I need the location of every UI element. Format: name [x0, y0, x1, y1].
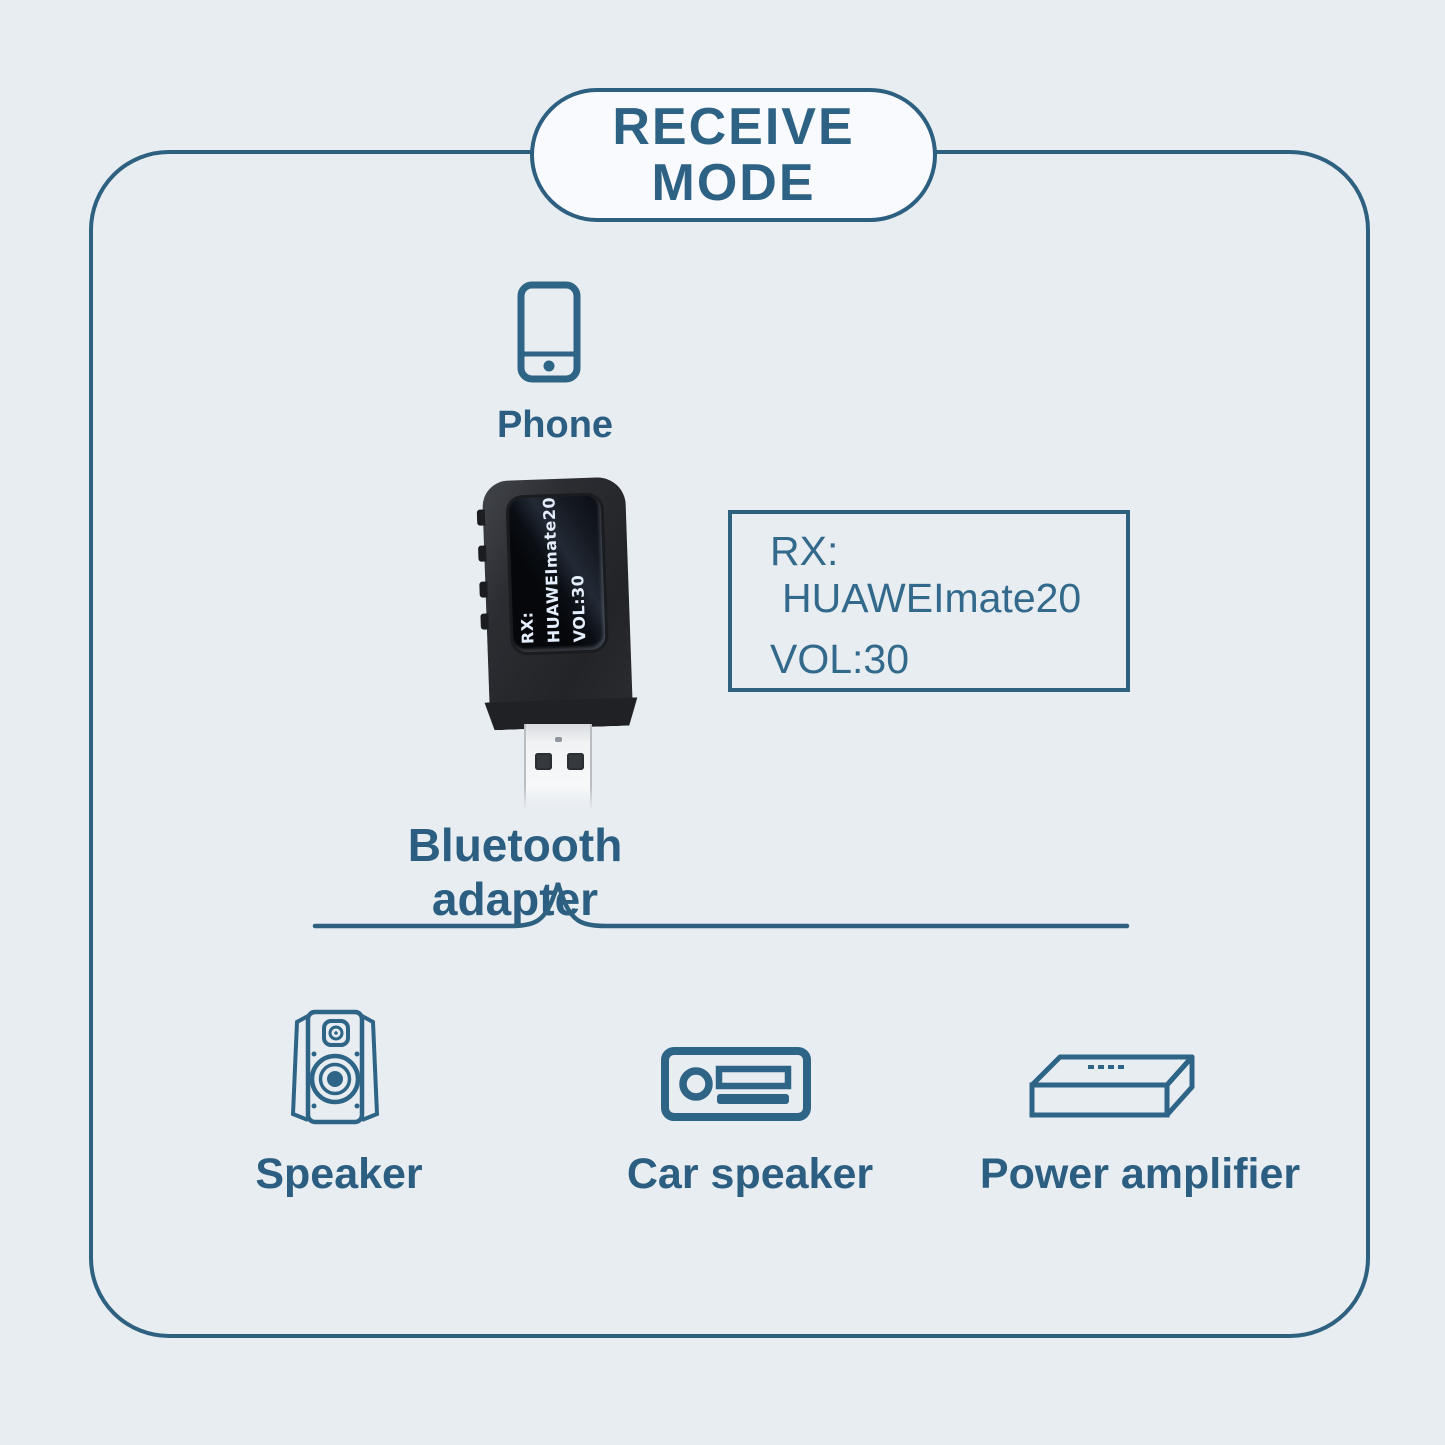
usb-pin-hole	[567, 753, 584, 770]
brace-divider	[312, 882, 1130, 929]
adapter-label: Bluetooth adapter	[407, 819, 623, 925]
phone-label: Phone	[496, 404, 614, 446]
speaker-label: Speaker	[255, 1150, 423, 1198]
bluetooth-adapter-image: RX: HUAWEImate20 VOL:30	[476, 476, 634, 727]
power-amplifier-label: Power amplifier	[979, 1150, 1301, 1198]
screen-line-device: HUAWEImate20	[539, 496, 564, 644]
phone-icon	[517, 281, 581, 383]
mode-badge: RECEIVE MODE	[530, 88, 937, 222]
adapter-side-button	[476, 509, 486, 526]
speaker-icon	[290, 1009, 380, 1125]
readout-line-rx: RX:	[770, 528, 839, 574]
mode-badge-line1: RECEIVE	[612, 98, 855, 156]
usb-plug	[524, 724, 592, 810]
adapter-side-button	[478, 545, 487, 562]
car-speaker-label: Car speaker	[626, 1150, 874, 1198]
adapter-side-button	[479, 581, 488, 598]
screen-readout-box: RX: HUAWEImate20 VOL:30	[728, 510, 1130, 692]
adapter-screen-text: RX: HUAWEImate20 VOL:30	[510, 496, 603, 651]
screen-line-volume: VOL:30	[568, 574, 590, 643]
readout-line-volume: VOL:30	[770, 636, 910, 682]
usb-pilot-hole	[555, 737, 562, 742]
mode-badge-line2: MODE	[651, 154, 816, 212]
power-amplifier-icon	[1029, 1054, 1195, 1118]
adapter-side-button	[480, 613, 489, 630]
car-speaker-icon	[661, 1047, 811, 1121]
readout-line-device: HUAWEImate20	[782, 575, 1082, 621]
adapter-oled-screen: RX: HUAWEImate20 VOL:30	[508, 495, 606, 653]
usb-pin-hole	[535, 753, 552, 770]
